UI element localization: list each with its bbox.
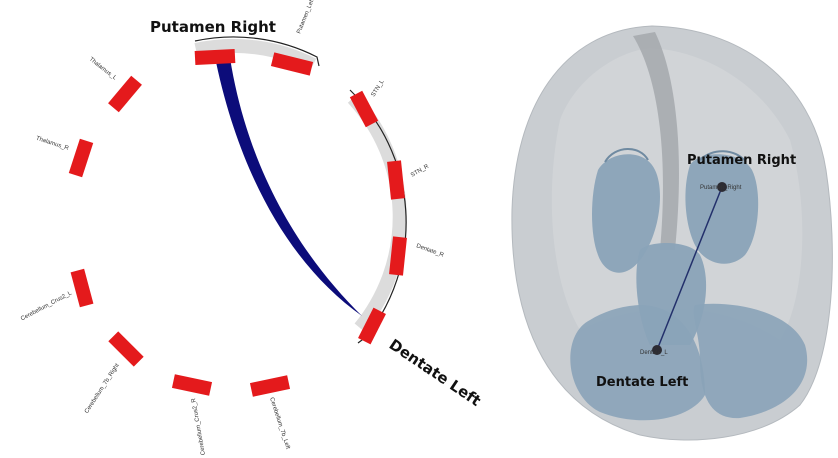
brain-small-label-top: Putamen_Right (700, 185, 742, 191)
callout-dentate-left: Dentate Left (386, 335, 484, 410)
brain-label-putamen-right: Putamen Right (687, 153, 796, 168)
right-basal-ganglia (685, 154, 758, 263)
brain-label-dentate-left: Dentate Left (596, 375, 688, 390)
brain-small-label-bottom: Dentate_L (640, 350, 668, 356)
node-label-thalamus-r: Thalamus_R (35, 136, 70, 152)
node-segment-cerebellum-7b-left (250, 375, 290, 397)
node-segment-cerebellum-crus2-l (71, 269, 94, 307)
node-segment-thalamus-l (108, 76, 142, 113)
connection-ribbon (216, 58, 362, 316)
node-segment-stn-r (387, 160, 405, 199)
node-segment-cerebellum-7b-right (108, 331, 143, 366)
node-segment-thalamus-r (69, 139, 93, 178)
node-label-putamen-left: Putamen_Left (296, 0, 316, 35)
callout-putamen-right: Putamen Right (150, 18, 276, 36)
node-label-stn-r: STN_R (410, 163, 431, 178)
node-label-dentate-r: Dentate_R (415, 243, 445, 259)
node-label-stn-l: STN_L (371, 78, 386, 98)
circos-diagram: Putamen_Left STN_L STN_R Dentate_R Cereb… (20, 0, 484, 456)
node-label-cerebellum-crus2-l: Cerebellum_Crus2_L (20, 290, 73, 322)
group-band-right (353, 98, 400, 328)
brainstem (636, 243, 706, 345)
node-label-cerebellum-crus2-r: Cerebellum_Crus2_R (191, 397, 207, 456)
node-label-cerebellum-7b-right: Cerebellum_7b_Right (84, 363, 121, 415)
node-label-cerebellum-7b-left: Cerebellum_7b_Left (268, 397, 291, 451)
brain-rendering: Putamen_Right Dentate_L Putamen Right De… (512, 26, 832, 440)
node-segment-putamen-right (195, 49, 236, 65)
node-label-thalamus-l: Thalamus_L (88, 57, 118, 82)
node-segment-cerebellum-crus2-r (172, 374, 212, 396)
